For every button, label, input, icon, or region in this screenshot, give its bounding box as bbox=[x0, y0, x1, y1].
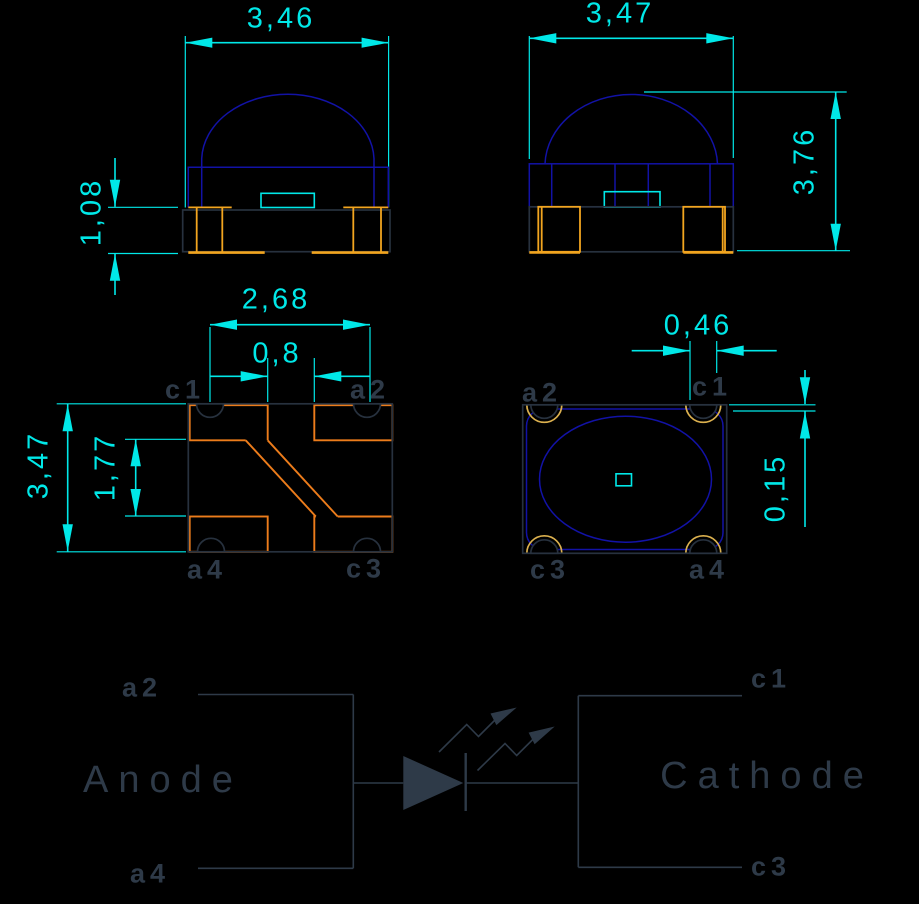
mold-inner-outline bbox=[525, 408, 724, 551]
led-triangle bbox=[403, 756, 464, 810]
notch-pad-arc bbox=[684, 534, 722, 554]
corner-notch bbox=[352, 537, 382, 553]
cathode-label: Cathode bbox=[660, 755, 874, 797]
dim-label-pad-inner-span: 1,77 bbox=[89, 432, 122, 502]
dim-arrow-icon bbox=[361, 37, 389, 48]
dim-label-pad-pitch: 2,68 bbox=[241, 283, 311, 316]
light-emission-arrowhead-icon bbox=[490, 707, 517, 726]
solder-pad bbox=[188, 404, 269, 442]
pin-label-c3: c3 bbox=[750, 851, 792, 882]
dim-arrow-icon bbox=[830, 223, 841, 251]
solder-pad bbox=[313, 404, 394, 442]
cathode-net bbox=[465, 694, 742, 869]
dim-label-pad-gap: 0,8 bbox=[252, 337, 302, 370]
dim-label-side-width: 3,46 bbox=[246, 2, 316, 35]
light-emission-arrowhead-icon bbox=[528, 726, 555, 745]
pin-label-a4: a4 bbox=[129, 858, 171, 889]
corner-notch bbox=[195, 402, 225, 419]
package-top-outline bbox=[187, 166, 390, 208]
pin-label-a4: a4 bbox=[688, 554, 730, 585]
corner-notch bbox=[529, 538, 559, 555]
corner-notch bbox=[688, 403, 718, 420]
dim-arrow-icon bbox=[109, 179, 121, 207]
bottom-pad-view bbox=[56, 319, 394, 553]
led-symbol bbox=[403, 707, 555, 811]
anode-label: Anode bbox=[83, 759, 243, 801]
package-body bbox=[181, 209, 391, 253]
solder-pad bbox=[682, 205, 726, 253]
circuit-schematic bbox=[198, 693, 742, 870]
dim-label-front-height: 3,76 bbox=[788, 126, 821, 196]
pad-diagonal-trace bbox=[267, 439, 339, 518]
dim-label-edge-offset: 0,15 bbox=[759, 453, 792, 523]
dim-arrow-icon bbox=[62, 404, 73, 432]
dim-arrow-icon bbox=[529, 33, 557, 44]
lens-ellipse bbox=[538, 415, 713, 543]
pin-label-c3: c3 bbox=[345, 553, 387, 584]
pin-label-c1: c1 bbox=[164, 374, 206, 405]
package-top-outline bbox=[528, 163, 735, 208]
front-view bbox=[528, 33, 850, 254]
dim-arrow-icon bbox=[663, 345, 690, 356]
pin-label-a2: a2 bbox=[521, 377, 563, 408]
notch-pad-arc bbox=[684, 404, 722, 424]
dim-arrow-icon bbox=[240, 371, 268, 382]
dim-arrow-icon bbox=[130, 489, 141, 516]
dim-arrow-icon bbox=[799, 411, 811, 439]
thermal-pad bbox=[603, 190, 661, 208]
dim-arrow-icon bbox=[830, 92, 841, 119]
side-view bbox=[108, 36, 391, 295]
dim-arrow-icon bbox=[109, 253, 121, 281]
dim-arrow-icon bbox=[706, 33, 734, 44]
anode-net bbox=[198, 693, 404, 870]
notch-pad-arc bbox=[525, 404, 563, 424]
light-emission-arrow-icon bbox=[438, 716, 499, 753]
dim-arrow-icon bbox=[799, 377, 811, 405]
dim-arrow-icon bbox=[210, 319, 237, 330]
notch-pad-arc bbox=[525, 534, 563, 554]
lens-dome bbox=[200, 93, 375, 159]
package-body bbox=[528, 205, 735, 253]
dim-label-bottom-height: 3,47 bbox=[22, 430, 55, 500]
thermal-pad bbox=[260, 192, 316, 209]
dim-label-side-height: 1,08 bbox=[75, 177, 108, 247]
light-emission-arrow-icon bbox=[476, 735, 537, 772]
pin-label-a2: a2 bbox=[349, 374, 391, 405]
lens-dome bbox=[544, 93, 719, 164]
corner-notch bbox=[688, 538, 718, 555]
top-view bbox=[521, 341, 816, 555]
pin-label-a2: a2 bbox=[121, 672, 163, 703]
pin-label-c1: c1 bbox=[691, 371, 733, 402]
corner-notch bbox=[529, 403, 559, 420]
dim-arrow-icon bbox=[185, 37, 213, 48]
pin-label-c1: c1 bbox=[750, 663, 792, 694]
pad-diagonal-trace bbox=[245, 439, 317, 518]
dim-label-notch-width: 0,46 bbox=[663, 309, 733, 342]
pin-label-c3: c3 bbox=[529, 554, 571, 585]
dim-arrow-icon bbox=[343, 319, 370, 330]
solder-pad bbox=[313, 515, 394, 553]
corner-notch bbox=[352, 402, 382, 419]
solder-pad bbox=[537, 205, 581, 253]
dim-label-front-width: 3,47 bbox=[585, 0, 655, 30]
dim-arrow-icon bbox=[314, 371, 342, 382]
dim-arrow-icon bbox=[130, 439, 141, 467]
dim-arrow-icon bbox=[62, 524, 73, 552]
package-outline bbox=[187, 402, 394, 553]
dim-arrow-icon bbox=[716, 345, 744, 356]
package-outline bbox=[521, 403, 728, 555]
thermal-pad bbox=[615, 472, 633, 487]
corner-notch bbox=[196, 537, 226, 553]
pin-label-a4: a4 bbox=[186, 554, 228, 585]
